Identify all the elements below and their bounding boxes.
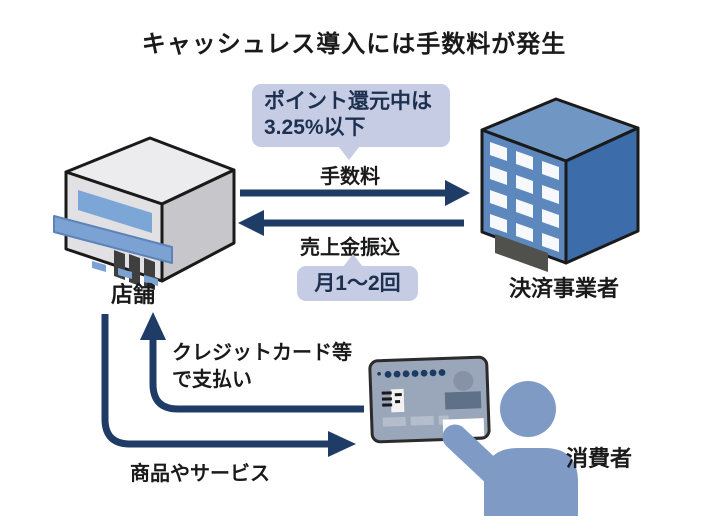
- deposit-arrow-icon: [238, 210, 464, 236]
- deposit-note-label: 月1～2回: [314, 272, 401, 295]
- credit-card-icon: [368, 355, 491, 444]
- card-chip-icon: [381, 388, 405, 413]
- payment-company-building-icon: [480, 97, 640, 272]
- payment-flow-line2: で支払い: [172, 369, 252, 391]
- fee-note-callout: ポイント還元中は 3.25%以下: [252, 84, 450, 161]
- deposit-note-callout: 月1～2回: [297, 254, 418, 301]
- diagram-title: キャッシュレス導入には手数料が発生: [141, 31, 567, 58]
- callout-tail-down: [338, 146, 360, 161]
- consumer-person-icon: [484, 381, 578, 516]
- fee-arrow-icon: [240, 180, 470, 206]
- goods-flow-label: 商品やサービス: [130, 463, 270, 485]
- payment-company-label: 決済事業者: [508, 276, 619, 301]
- consumer-label: 消費者: [566, 446, 633, 471]
- goods-arrow-icon: [101, 314, 356, 457]
- payment-flow-line1: クレジットカード等: [172, 342, 352, 364]
- fee-flow-label: 手数料: [320, 166, 380, 188]
- fee-note-line1: ポイント還元中は: [264, 90, 432, 113]
- callout-tail-up: [343, 254, 363, 267]
- payment-arrow-icon: [140, 312, 364, 413]
- store-label: 店舗: [110, 282, 155, 307]
- deposit-flow-label: 売上金振込: [300, 237, 400, 259]
- payment-flow-label: クレジットカード等 で支払い: [172, 340, 352, 394]
- fee-note-line2: 3.25%以下: [264, 115, 366, 139]
- consumer-arm-icon: [442, 424, 518, 497]
- store-building-icon: [53, 136, 236, 290]
